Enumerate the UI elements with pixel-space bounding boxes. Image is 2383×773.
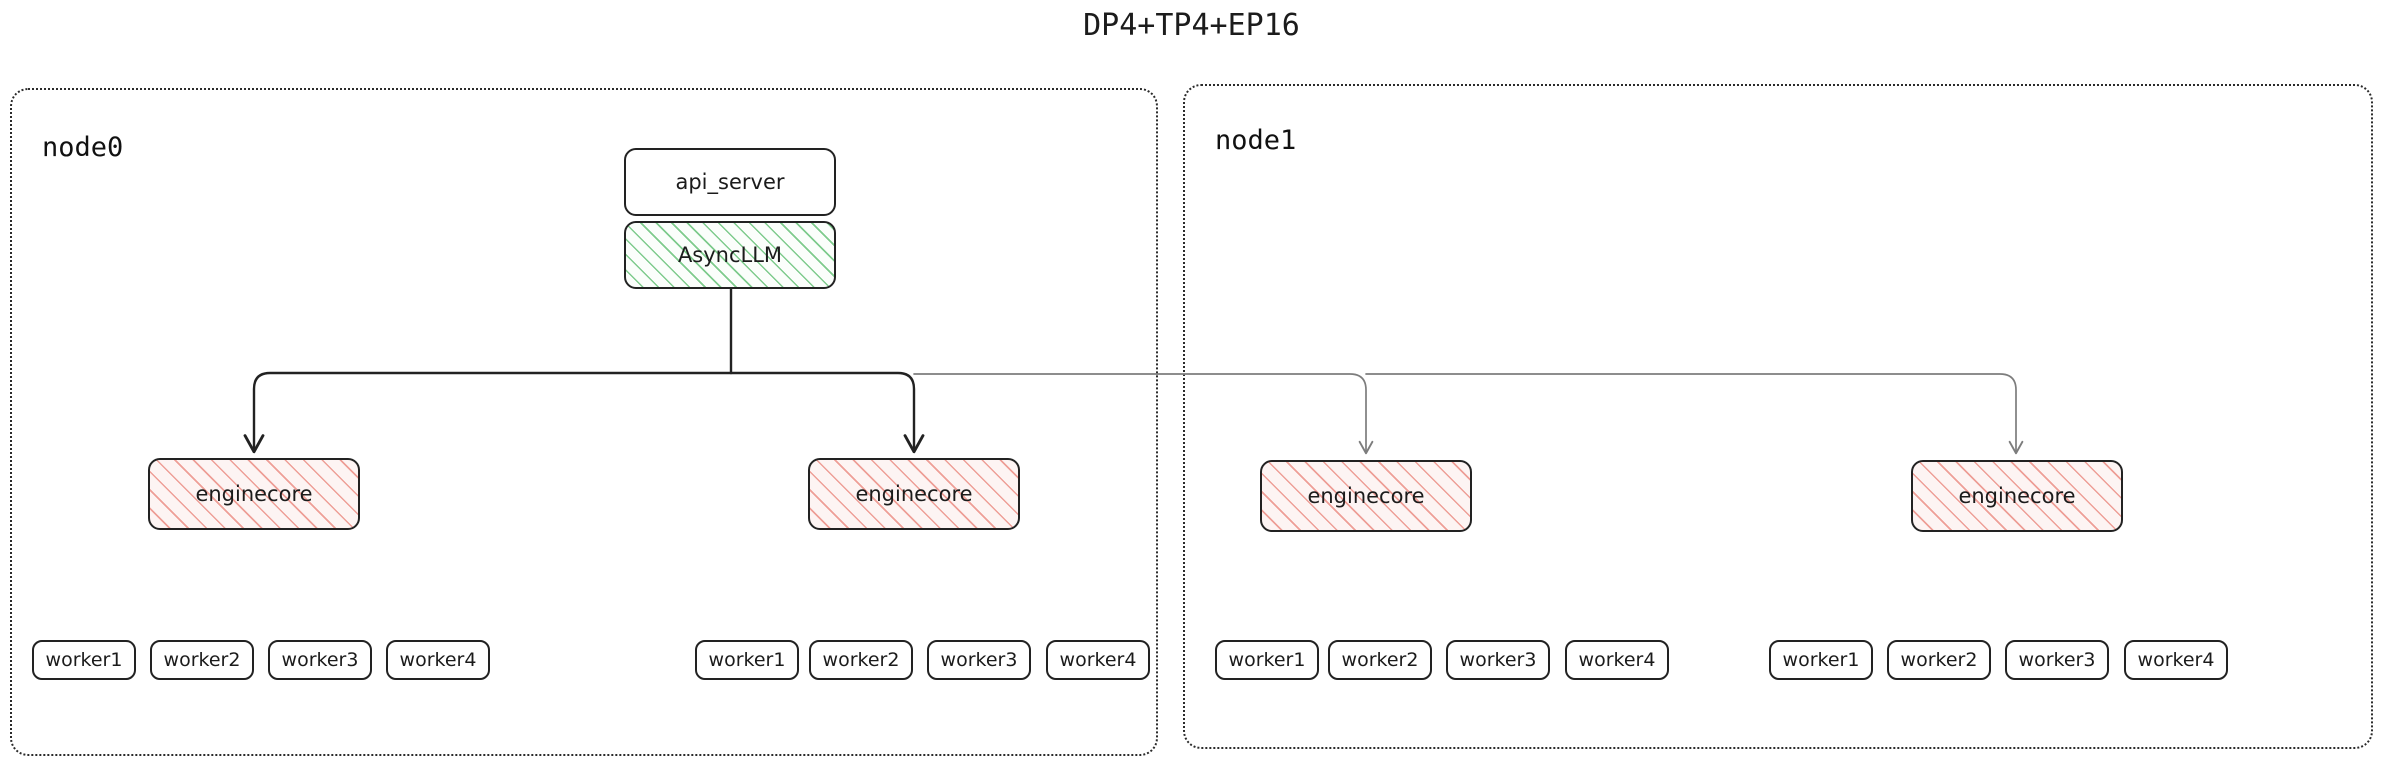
worker-box-node0-0-3[interactable]: worker3 (268, 640, 372, 680)
worker-box-node0-0-2[interactable]: worker2 (150, 640, 254, 680)
page-title: DP4+TP4+EP16 (1083, 8, 1300, 43)
worker-box-node0-1-3[interactable]: worker3 (927, 640, 1031, 680)
async-llm-label: AsyncLLM (677, 243, 783, 267)
worker-label: worker3 (1459, 649, 1537, 671)
worker-box-node1-0-4[interactable]: worker4 (1565, 640, 1669, 680)
worker-label: worker2 (822, 649, 900, 671)
worker-label: worker1 (708, 649, 786, 671)
worker-box-node0-0-4[interactable]: worker4 (386, 640, 490, 680)
node-label-node0: node0 (42, 132, 124, 163)
worker-label: worker1 (1782, 649, 1860, 671)
worker-box-node1-1-2[interactable]: worker2 (1887, 640, 1991, 680)
enginecore-box-node1-0[interactable]: enginecore (1260, 460, 1472, 532)
worker-label: worker4 (1578, 649, 1656, 671)
enginecore-box-node1-1[interactable]: enginecore (1911, 460, 2123, 532)
worker-label: worker3 (940, 649, 1018, 671)
worker-label: worker4 (399, 649, 477, 671)
worker-box-node1-1-3[interactable]: worker3 (2005, 640, 2109, 680)
worker-label: worker1 (45, 649, 123, 671)
api-server-label: api_server (675, 170, 785, 194)
worker-box-node1-1-1[interactable]: worker1 (1769, 640, 1873, 680)
worker-box-node1-1-4[interactable]: worker4 (2124, 640, 2228, 680)
worker-box-node1-0-2[interactable]: worker2 (1328, 640, 1432, 680)
worker-box-node1-0-3[interactable]: worker3 (1446, 640, 1550, 680)
enginecore-box-node0-0[interactable]: enginecore (148, 458, 360, 530)
worker-label: worker1 (1228, 649, 1306, 671)
worker-label: worker2 (1900, 649, 1978, 671)
enginecore-label: enginecore (1307, 484, 1425, 508)
async-llm-box[interactable]: AsyncLLM (624, 221, 836, 289)
api-server-box[interactable]: api_server (624, 148, 836, 216)
worker-label: worker2 (1341, 649, 1419, 671)
worker-label: worker2 (163, 649, 241, 671)
worker-box-node1-0-1[interactable]: worker1 (1215, 640, 1319, 680)
worker-label: worker4 (1059, 649, 1137, 671)
enginecore-label: enginecore (1958, 484, 2076, 508)
enginecore-box-node0-1[interactable]: enginecore (808, 458, 1020, 530)
enginecore-label: enginecore (195, 482, 313, 506)
worker-label: worker4 (2137, 649, 2215, 671)
worker-box-node0-1-2[interactable]: worker2 (809, 640, 913, 680)
enginecore-label: enginecore (855, 482, 973, 506)
worker-box-node0-1-4[interactable]: worker4 (1046, 640, 1150, 680)
worker-label: worker3 (2018, 649, 2096, 671)
node-label-node1: node1 (1215, 125, 1297, 156)
worker-box-node0-1-1[interactable]: worker1 (695, 640, 799, 680)
worker-box-node0-0-1[interactable]: worker1 (32, 640, 136, 680)
worker-label: worker3 (281, 649, 359, 671)
